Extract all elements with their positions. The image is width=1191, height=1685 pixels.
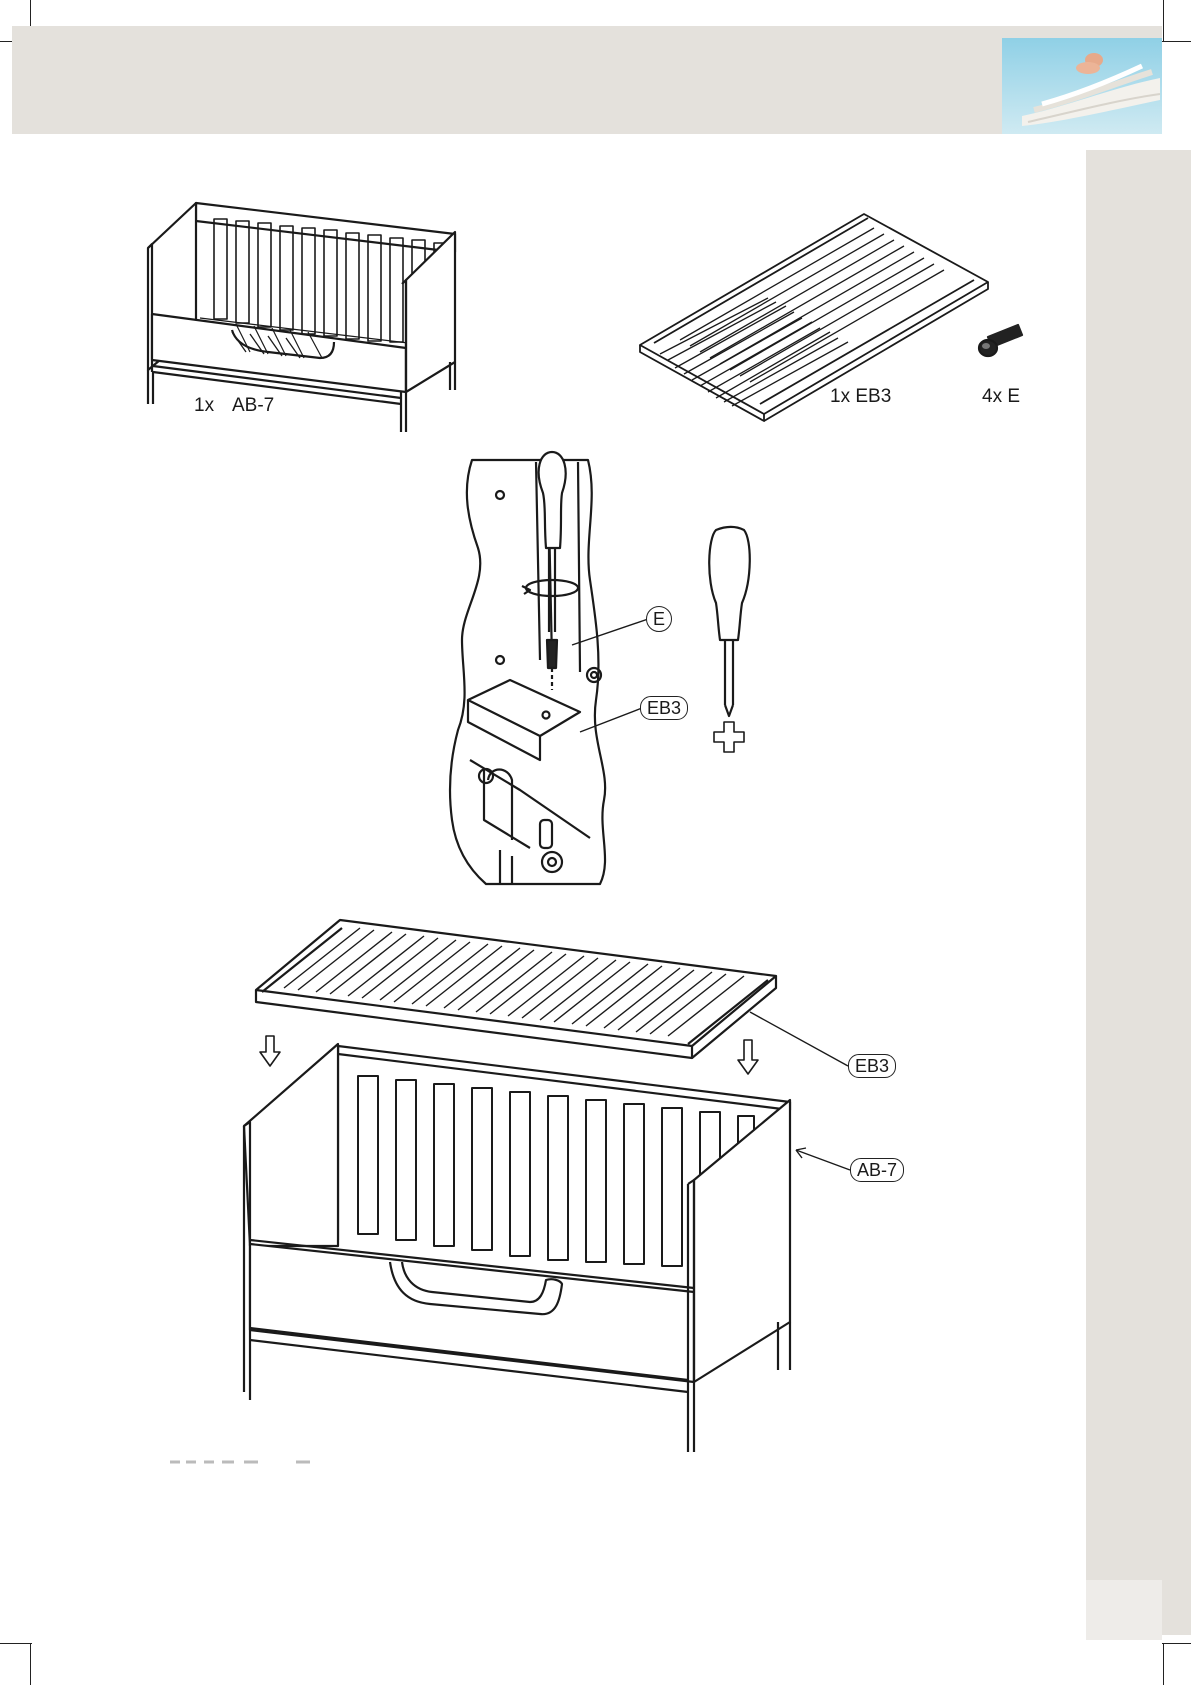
phillips-screwdriver-icon bbox=[709, 527, 750, 716]
base-qty-label: 1x EB3 bbox=[830, 386, 891, 408]
detail-view-drawing bbox=[450, 452, 605, 884]
screw-callout: E bbox=[646, 606, 672, 632]
crib-large-drawing bbox=[244, 1044, 790, 1452]
base-large-drawing bbox=[256, 920, 776, 1058]
crib-code-label: AB-7 bbox=[232, 395, 274, 417]
crib-callout: AB-7 bbox=[850, 1158, 904, 1182]
screw-icon bbox=[979, 325, 1022, 356]
base-callout: EB3 bbox=[848, 1054, 896, 1078]
base-small-drawing bbox=[640, 214, 988, 421]
crib-qty-label: 1x bbox=[194, 395, 214, 417]
phillips-cross-icon bbox=[714, 722, 744, 752]
screw-qty-label: 4x E bbox=[982, 386, 1020, 408]
down-arrow-icon bbox=[260, 1036, 280, 1066]
base-detail-callout: EB3 bbox=[640, 696, 688, 720]
down-arrow-icon bbox=[738, 1040, 758, 1074]
